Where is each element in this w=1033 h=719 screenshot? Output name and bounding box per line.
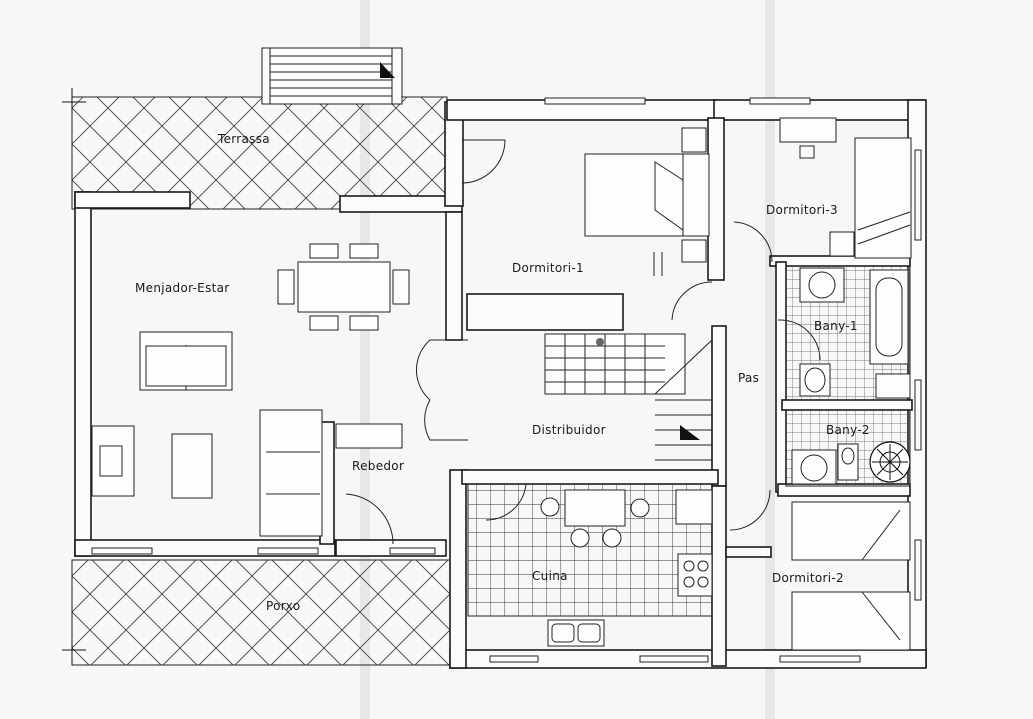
label-dormitori-1: Dormitori-1 xyxy=(512,261,584,275)
bathroom-1 xyxy=(785,265,911,401)
bedroom-2-furniture xyxy=(791,501,911,651)
windows xyxy=(91,97,922,663)
dining-living-furniture xyxy=(91,243,410,537)
label-cuina: Cuina xyxy=(532,569,568,583)
label-dormitori-3: Dormitori-3 xyxy=(766,203,838,217)
porch-area xyxy=(62,559,451,666)
label-dormitori-2: Dormitori-2 xyxy=(772,571,844,585)
label-bany-1: Bany-1 xyxy=(814,319,858,333)
interior-walls xyxy=(319,117,913,667)
bathroom-2 xyxy=(785,409,911,487)
bedroom-3-furniture xyxy=(779,117,912,259)
staircase xyxy=(544,333,713,461)
entry-cabinet xyxy=(335,423,403,449)
label-distribuidor: Distribuidor xyxy=(532,423,606,437)
label-rebedor: Rebedor xyxy=(352,459,404,473)
label-bany-2: Bany-2 xyxy=(826,423,870,437)
bedroom-1-furniture xyxy=(584,127,710,276)
label-porxo: Porxo xyxy=(266,599,300,613)
kitchen xyxy=(467,483,713,647)
label-menjador-estar: Menjador-Estar xyxy=(135,281,230,295)
terrace-area xyxy=(62,47,448,210)
label-terrassa: Terrassa xyxy=(217,132,270,146)
label-pas: Pas xyxy=(738,371,759,385)
